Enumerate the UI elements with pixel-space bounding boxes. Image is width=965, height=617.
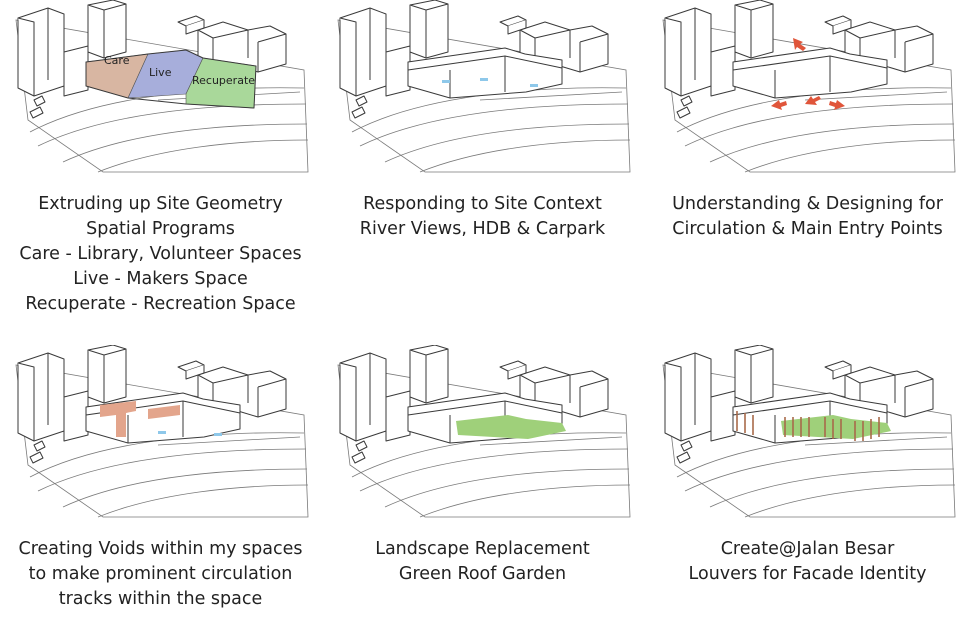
entry-arrow-icon [805,96,821,105]
window [158,431,166,434]
caption-line: Create@Jalan Besar [645,537,965,562]
caption-line: Spatial Programs [0,217,323,242]
diagram-voids [8,345,313,525]
caption-green-roof: Landscape Replacement Green Roof Garden [320,537,645,587]
caption-line: Landscape Replacement [320,537,645,562]
caption-louvers: Create@Jalan Besar Louvers for Facade Id… [645,537,965,587]
caption-line: tracks within the space [0,587,323,612]
diagram-green-roof [330,345,635,525]
diagram-louvers [655,345,960,525]
program-label-live: Live [149,66,172,79]
program-label-recuperate: Recuperate [192,74,255,87]
window [214,433,222,436]
river-view-window [480,78,488,81]
caption-line: Creating Voids within my spaces [0,537,323,562]
caption-line: Green Roof Garden [320,562,645,587]
program-label-care: Care [104,54,130,67]
entry-arrow-icon [771,100,787,110]
caption-voids: Creating Voids within my spaces to make … [0,537,323,612]
caption-line: Responding to Site Context [320,192,645,217]
caption-line: Care - Library, Volunteer Spaces [0,242,323,267]
diagram-circulation [655,0,960,180]
caption-line: River Views, HDB & Carpark [320,217,645,242]
caption-circulation: Understanding & Designing for Circulatio… [645,192,965,242]
caption-line: Understanding & Designing for [645,192,965,217]
river-view-window [530,84,538,87]
diagram-site-geometry: Care Live Recuperate [8,0,313,180]
caption-site-geometry: Extruding up Site Geometry Spatial Progr… [0,192,323,317]
caption-line: Recuperate - Recreation Space [0,292,323,317]
river-view-window [442,80,450,83]
caption-line: Extruding up Site Geometry [0,192,323,217]
caption-line: to make prominent circulation [0,562,323,587]
caption-line: Circulation & Main Entry Points [645,217,965,242]
caption-line: Louvers for Facade Identity [645,562,965,587]
diagram-site-context [330,0,635,180]
caption-site-context: Responding to Site Context River Views, … [320,192,645,242]
caption-line: Live - Makers Space [0,267,323,292]
